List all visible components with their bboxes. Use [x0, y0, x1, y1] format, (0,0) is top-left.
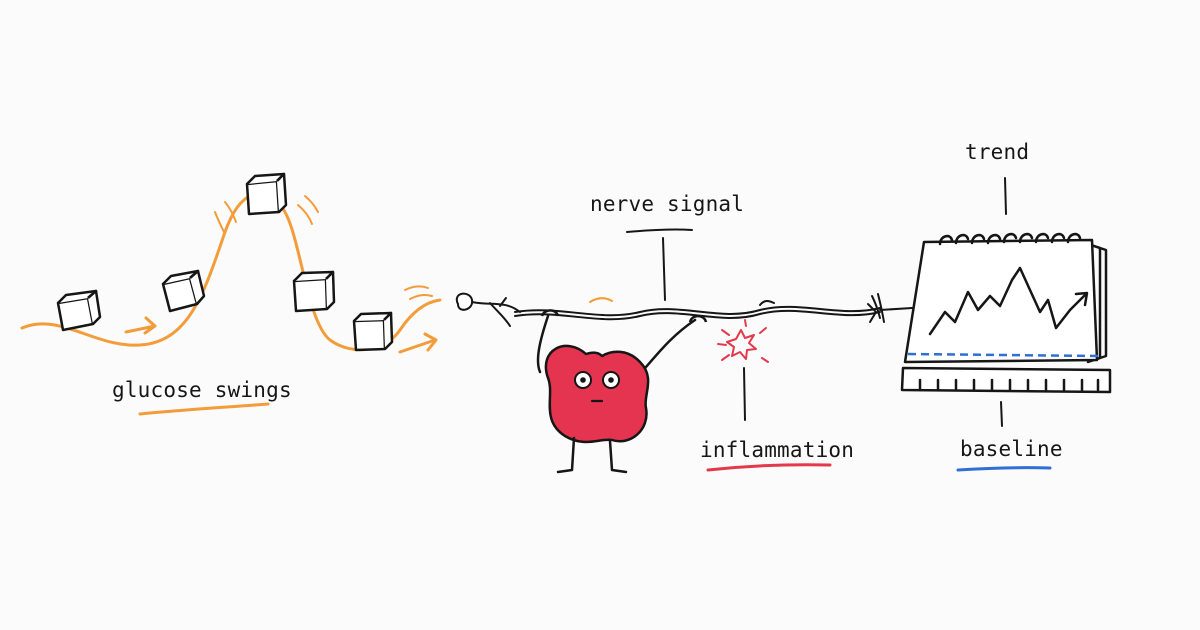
trend-label: trend: [965, 140, 1030, 164]
baseline-label: baseline: [960, 437, 1063, 461]
calendar-chart-icon: [903, 232, 1108, 364]
trend-leader: [1004, 177, 1007, 215]
nerve-icon: [455, 292, 913, 327]
inflammation-label: inflammation: [700, 438, 855, 462]
sugar-cube-icon: [56, 289, 102, 332]
nerve-signal-label: nerve signal: [590, 192, 745, 216]
sugar-cube-icon: [245, 172, 288, 216]
baseline-underline: [956, 466, 1052, 472]
baseline-dashed-line: [907, 352, 1099, 358]
inflammation-underline: [706, 463, 832, 472]
inflammation-leader: [743, 367, 746, 421]
baseline-leader: [1000, 401, 1003, 427]
nerve-label-leader: [626, 228, 693, 301]
glucose-underline: [138, 402, 270, 416]
sugar-cube-icon: [352, 311, 394, 352]
heart-character-icon: [536, 309, 708, 474]
ruler-icon: [900, 366, 1112, 394]
spark-icon: [717, 319, 769, 363]
sugar-cube-icon: [292, 270, 336, 313]
sugar-cube-icon: [161, 269, 206, 313]
glucose-swings-label: glucose swings: [112, 378, 292, 402]
